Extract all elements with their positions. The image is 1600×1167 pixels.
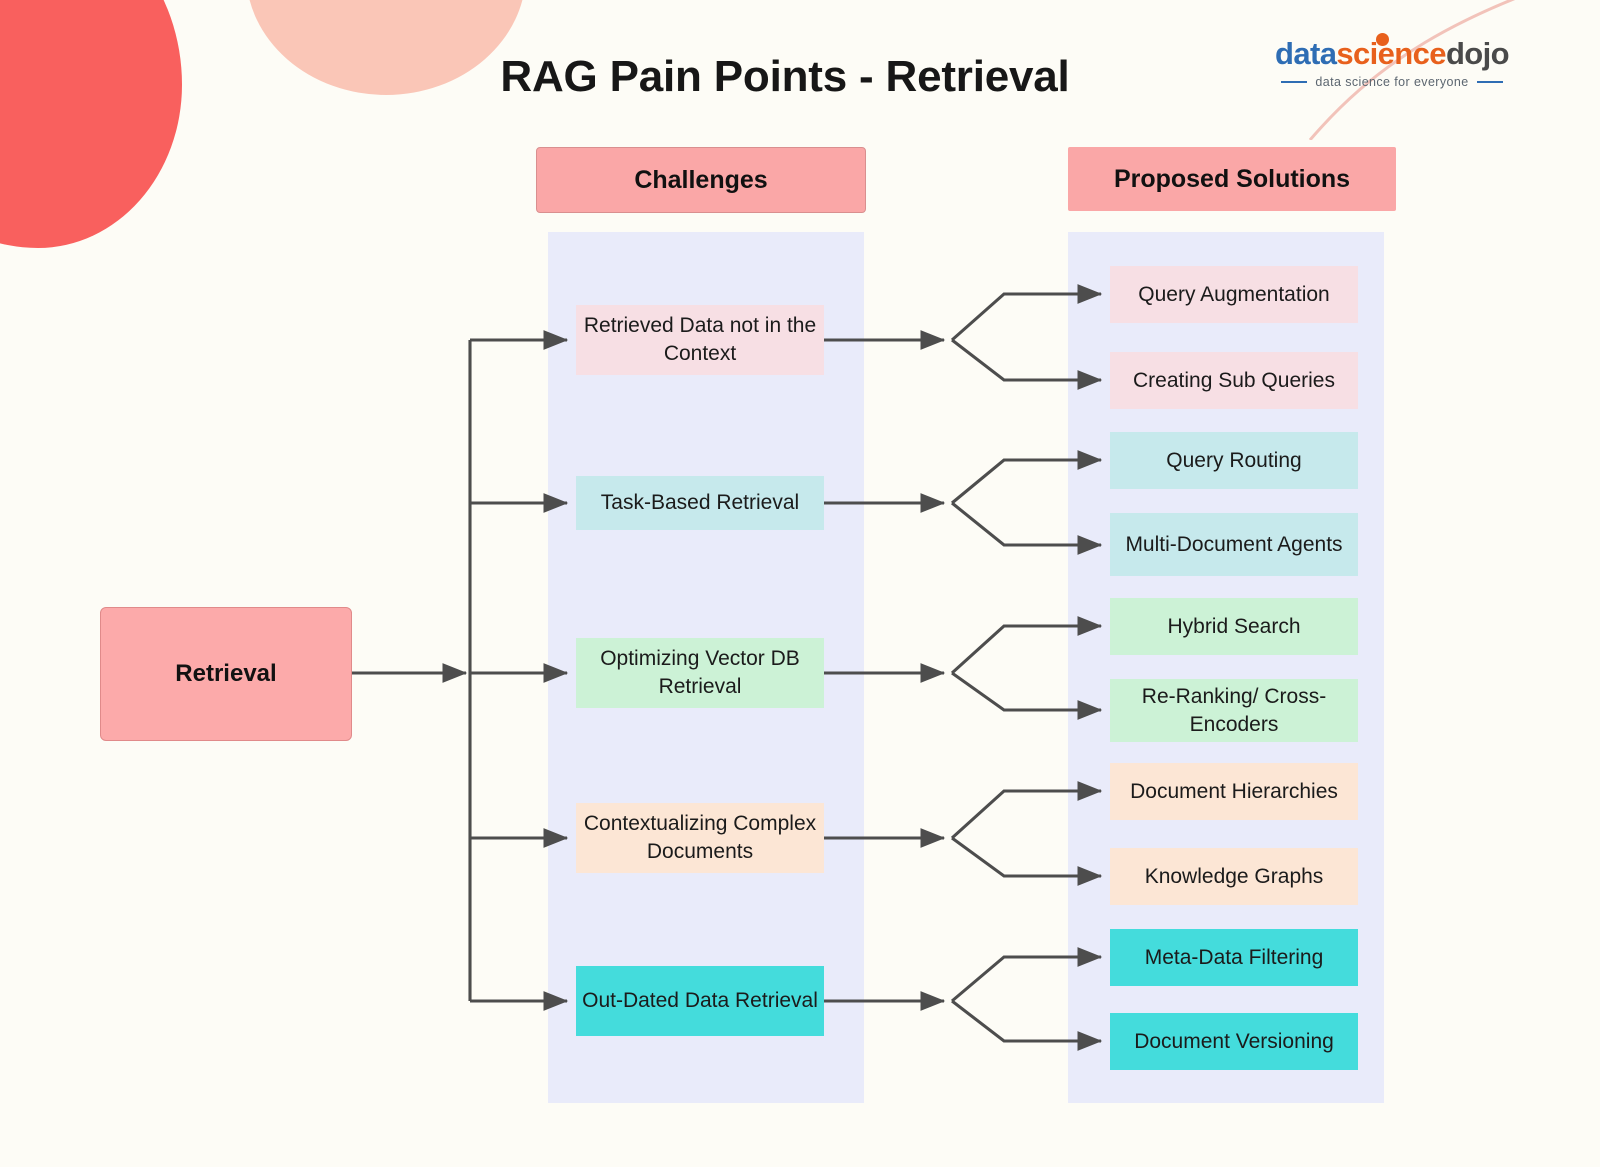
- logo-tagline-row: data science for everyone: [1272, 76, 1512, 89]
- logo-part-science: science: [1336, 36, 1446, 71]
- solution-node-2-2[interactable]: Multi-Document Agents: [1110, 513, 1358, 576]
- solution-node-3-2[interactable]: Re-Ranking/ Cross-Encoders: [1110, 679, 1358, 742]
- challenge-node-5[interactable]: Out-Dated Data Retrieval: [576, 966, 824, 1036]
- logo-tagline: data science for everyone: [1315, 75, 1469, 89]
- solution-node-2-1[interactable]: Query Routing: [1110, 432, 1358, 489]
- solution-node-4-2[interactable]: Knowledge Graphs: [1110, 848, 1358, 905]
- challenge-node-2[interactable]: Task-Based Retrieval: [576, 476, 824, 530]
- decorative-coral-blob: [0, 0, 182, 248]
- logo-rule-right: [1476, 81, 1503, 84]
- challenge-node-3[interactable]: Optimizing Vector DB Retrieval: [576, 638, 824, 708]
- logo-part-data: data: [1275, 36, 1337, 71]
- challenges-header: Challenges: [536, 147, 866, 213]
- solution-node-3-1[interactable]: Hybrid Search: [1110, 598, 1358, 655]
- solution-node-1-2[interactable]: Creating Sub Queries: [1110, 352, 1358, 409]
- logo-wordmark: datasciencedojo: [1272, 33, 1512, 71]
- datasciencedojo-logo: datasciencedojo data science for everyon…: [1272, 33, 1512, 89]
- page-title: RAG Pain Points - Retrieval: [500, 52, 1070, 101]
- solution-node-1-1[interactable]: Query Augmentation: [1110, 266, 1358, 323]
- logo-rule-left: [1281, 81, 1308, 84]
- logo-dot-icon: [1376, 33, 1389, 46]
- solution-node-5-2[interactable]: Document Versioning: [1110, 1013, 1358, 1070]
- challenge-node-1[interactable]: Retrieved Data not in the Context: [576, 305, 824, 375]
- solution-node-4-1[interactable]: Document Hierarchies: [1110, 763, 1358, 820]
- root-node-retrieval[interactable]: Retrieval: [100, 607, 352, 741]
- solution-node-5-1[interactable]: Meta-Data Filtering: [1110, 929, 1358, 986]
- solutions-header: Proposed Solutions: [1068, 147, 1396, 211]
- logo-part-dojo: dojo: [1445, 36, 1510, 71]
- challenge-node-4[interactable]: Contextualizing Complex Documents: [576, 803, 824, 873]
